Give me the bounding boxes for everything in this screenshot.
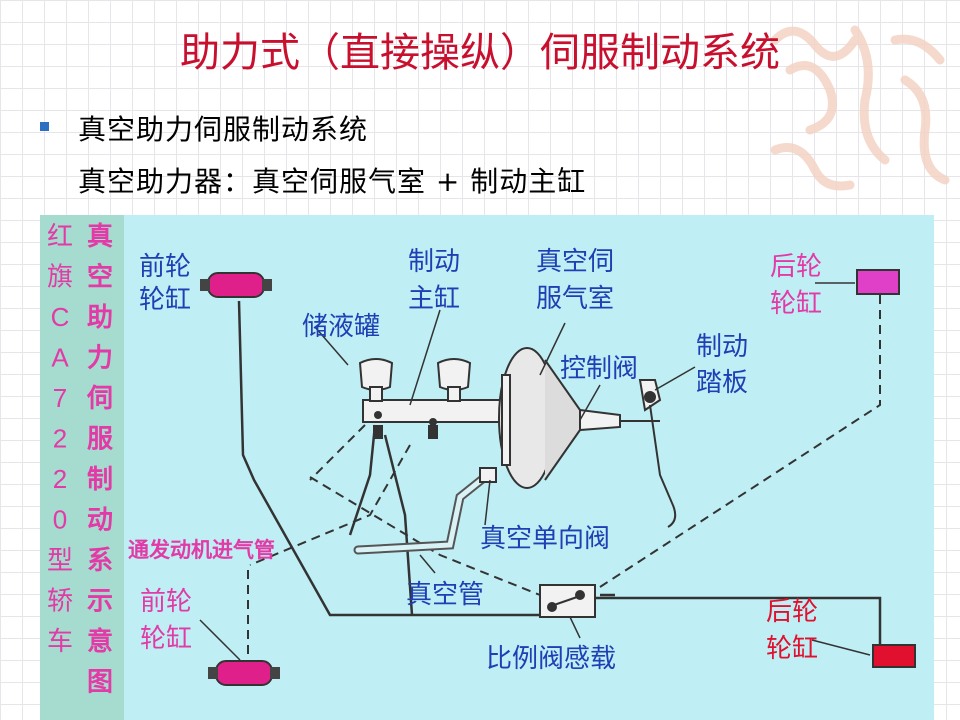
sidebar-column-2-char: 示 xyxy=(87,587,113,617)
sidebar-column-2-char: 真 xyxy=(87,222,113,252)
proportioning-valve-label: 比例阀感载 xyxy=(486,643,616,673)
sidebar-column-1-char: 2 xyxy=(53,464,67,494)
sidebar-column-2-char: 制 xyxy=(87,465,113,495)
sidebar-column-2-char: 动 xyxy=(87,506,113,536)
front-cylinder-bottom-label-1: 前轮 xyxy=(140,586,192,616)
master-cylinder-label-2: 主缸 xyxy=(408,283,460,313)
rear-wheel-cylinder-bottom-icon xyxy=(872,644,916,668)
rear-cylinder-top-label-1: 后轮 xyxy=(770,251,822,281)
sidebar-column-1-char: 2 xyxy=(53,424,67,454)
servo-chamber-label-2: 服气室 xyxy=(536,283,614,313)
sidebar-column-2-char: 空 xyxy=(87,262,113,293)
sidebar-column-2-char: 图 xyxy=(87,668,113,698)
front-wheel-cylinder-top-icon xyxy=(200,272,272,298)
vacuum-pipe-label: 真空管 xyxy=(406,579,484,609)
front-cylinder-top-label-2: 轮缸 xyxy=(139,284,191,314)
dashed-brake-lines xyxy=(247,295,881,655)
sidebar-column-2-char: 意 xyxy=(87,626,113,657)
line-fittings xyxy=(373,411,438,439)
brake-lines xyxy=(237,300,882,645)
intake-label: 通发动机进气管 xyxy=(128,537,275,562)
sidebar-column-2-char: 助 xyxy=(87,303,113,333)
front-cylinder-bottom-label-2: 轮缸 xyxy=(140,623,192,653)
sidebar-column-2-char: 服 xyxy=(87,425,114,455)
sidebar-column-1-char: 旗 xyxy=(47,262,73,292)
bullet-line-1: 真空助力伺服制动系统 xyxy=(78,113,369,146)
sidebar-column-1-char: 7 xyxy=(53,383,67,413)
sidebar-column-1-char: 车 xyxy=(47,626,73,656)
rear-cylinder-top-label-2: 轮缸 xyxy=(770,288,822,318)
sidebar-column-1-char: C xyxy=(51,302,70,332)
front-wheel-cylinder-bottom-icon xyxy=(208,660,280,686)
servo-chamber-label-1: 真空伺 xyxy=(536,246,614,276)
rear-cylinder-bottom-label-2: 轮缸 xyxy=(766,633,818,663)
reservoir-label: 储液罐 xyxy=(302,311,380,341)
slide-title: 助力式（直接操纵）伺服制动系统 xyxy=(180,30,780,76)
rear-wheel-cylinder-top-icon xyxy=(856,269,900,295)
sidebar-column-2-char: 系 xyxy=(87,546,113,576)
check-valve-label: 真空单向阀 xyxy=(480,523,610,553)
bullet-line-2: 真空助力器：真空伺服气室 + 制动主缸 xyxy=(78,165,587,198)
sidebar-column-1-char: 轿 xyxy=(47,586,73,616)
sidebar-panel xyxy=(40,215,124,720)
vacuum-servo-chamber-icon xyxy=(479,347,660,489)
control-valve-label: 控制阀 xyxy=(560,353,638,383)
pedal-label-2: 踏板 xyxy=(696,367,748,397)
front-cylinder-top-label-1: 前轮 xyxy=(139,251,191,281)
proportioning-valve-icon xyxy=(539,584,596,618)
leader-lines xyxy=(199,282,871,661)
brake-pedal-icon xyxy=(638,379,677,528)
sidebar-column-1-char: A xyxy=(51,343,69,373)
sidebar-column-1-char: 0 xyxy=(53,505,67,535)
sidebar-column-2-char: 力 xyxy=(87,344,113,374)
calligraphy-watermark xyxy=(770,25,950,191)
sidebar-column-1-char: 红 xyxy=(47,221,73,251)
pedal-label-1: 制动 xyxy=(696,331,748,361)
sidebar-column-2-char: 伺 xyxy=(86,384,113,414)
master-cylinder-label-1: 制动 xyxy=(408,246,460,276)
bullet-marker xyxy=(40,122,49,131)
rear-cylinder-bottom-label-1: 后轮 xyxy=(766,596,818,626)
sidebar-column-1-char: 型 xyxy=(47,545,73,575)
reservoir-icons xyxy=(358,358,472,402)
